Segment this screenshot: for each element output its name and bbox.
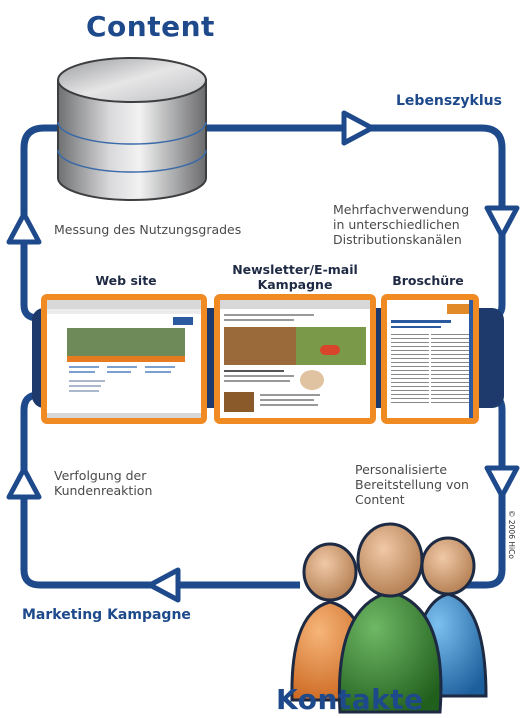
copyright-text: © 2006 HiCo bbox=[507, 510, 516, 559]
arrow-down-right-lower bbox=[484, 465, 520, 499]
arrow-down-right-upper bbox=[484, 205, 520, 239]
newsletter-panel bbox=[214, 294, 376, 424]
text-verfolgung-line-1: Verfolgung der bbox=[54, 468, 147, 483]
brochure-screenshot bbox=[387, 300, 473, 418]
people-icon bbox=[290, 522, 488, 714]
channel-title-newsletter-line-1: Newsletter/E-mail bbox=[232, 262, 358, 277]
title-kontakte: Kontakte bbox=[276, 683, 424, 716]
arrow-right-top bbox=[341, 110, 375, 146]
text-personalisierte: Personalisierte Bereitstellung von Conte… bbox=[355, 462, 469, 507]
channel-title-brochure: Broschüre bbox=[392, 273, 464, 288]
arrow-left-bottom bbox=[147, 567, 181, 603]
text-mehrfach-line-3: Distributionskanälen bbox=[333, 232, 462, 247]
channel-title-newsletter-line-2: Kampagne bbox=[257, 277, 333, 292]
channel-title-newsletter: Newsletter/E-mail Kampagne bbox=[220, 262, 370, 292]
label-lebenszyklus: Lebenszyklus bbox=[396, 93, 502, 109]
website-screenshot bbox=[47, 300, 201, 418]
text-mehrfachverwendung: Mehrfachverwendung in unterschiedlichen … bbox=[333, 202, 469, 247]
text-personalisierte-line-1: Personalisierte bbox=[355, 462, 448, 477]
label-marketing-kampagne: Marketing Kampagne bbox=[22, 607, 191, 623]
channel-title-web: Web site bbox=[95, 273, 157, 288]
text-personalisierte-line-3: Content bbox=[355, 492, 405, 507]
text-verfolgung: Verfolgung der Kundenreaktion bbox=[54, 468, 152, 498]
text-personalisierte-line-2: Bereitstellung von bbox=[355, 477, 469, 492]
title-content: Content bbox=[86, 10, 215, 43]
brochure-panel bbox=[381, 294, 479, 424]
text-mehrfach-line-2: in unterschiedlichen bbox=[333, 217, 460, 232]
newsletter-screenshot bbox=[220, 300, 370, 418]
text-messung: Messung des Nutzungsgrades bbox=[54, 222, 242, 237]
arrow-up-left-lower bbox=[6, 466, 42, 500]
text-mehrfach-line-1: Mehrfachverwendung bbox=[333, 202, 470, 217]
arrow-up-left-upper bbox=[6, 211, 42, 245]
text-verfolgung-line-2: Kundenreaktion bbox=[54, 483, 153, 498]
website-panel bbox=[41, 294, 207, 424]
database-icon bbox=[57, 57, 207, 201]
